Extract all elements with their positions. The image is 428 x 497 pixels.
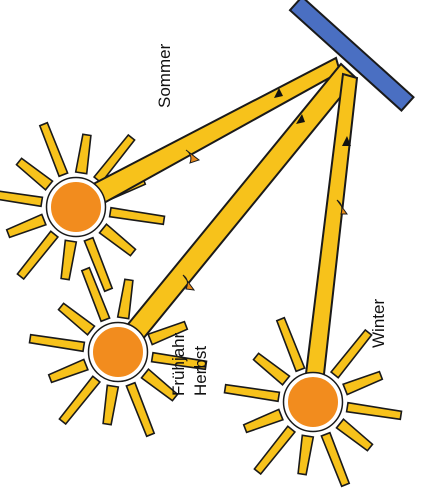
sun-ray: [126, 383, 154, 437]
sun-ray: [343, 372, 382, 395]
sun-ray: [298, 435, 313, 474]
label-spring: Frühjahr: [169, 332, 188, 396]
sun-ray: [40, 123, 68, 177]
sun-icon: [49, 180, 103, 234]
sun-ray: [17, 158, 53, 190]
sun-ray: [331, 330, 372, 378]
sun-ray: [59, 376, 100, 424]
sun-ray: [118, 279, 133, 318]
label-autumn: Herbst: [191, 346, 210, 396]
sun-ray: [244, 409, 283, 432]
sun-ray: [277, 318, 305, 372]
sun-ray: [61, 240, 76, 279]
sun-ray: [59, 303, 95, 335]
sun-ray: [30, 335, 85, 352]
sun-ray: [225, 385, 280, 402]
sun-icon: [91, 325, 145, 379]
label-summer: Sommer: [155, 43, 174, 108]
sun-ray: [321, 433, 349, 487]
sun-ray: [76, 134, 91, 173]
sun-ray: [254, 426, 295, 474]
label-winter: Winter: [369, 299, 388, 348]
sun-ray: [17, 231, 58, 279]
sun-ray: [0, 190, 42, 207]
sun-ray: [337, 419, 373, 451]
sun-ray: [103, 385, 118, 424]
sun-ray: [347, 403, 402, 420]
sun-ray: [7, 214, 46, 237]
sun-ray: [254, 353, 290, 385]
sun-ray: [100, 224, 136, 256]
sun-icon: [286, 375, 340, 429]
sun-ray: [49, 359, 88, 382]
sun-ray: [110, 208, 165, 225]
